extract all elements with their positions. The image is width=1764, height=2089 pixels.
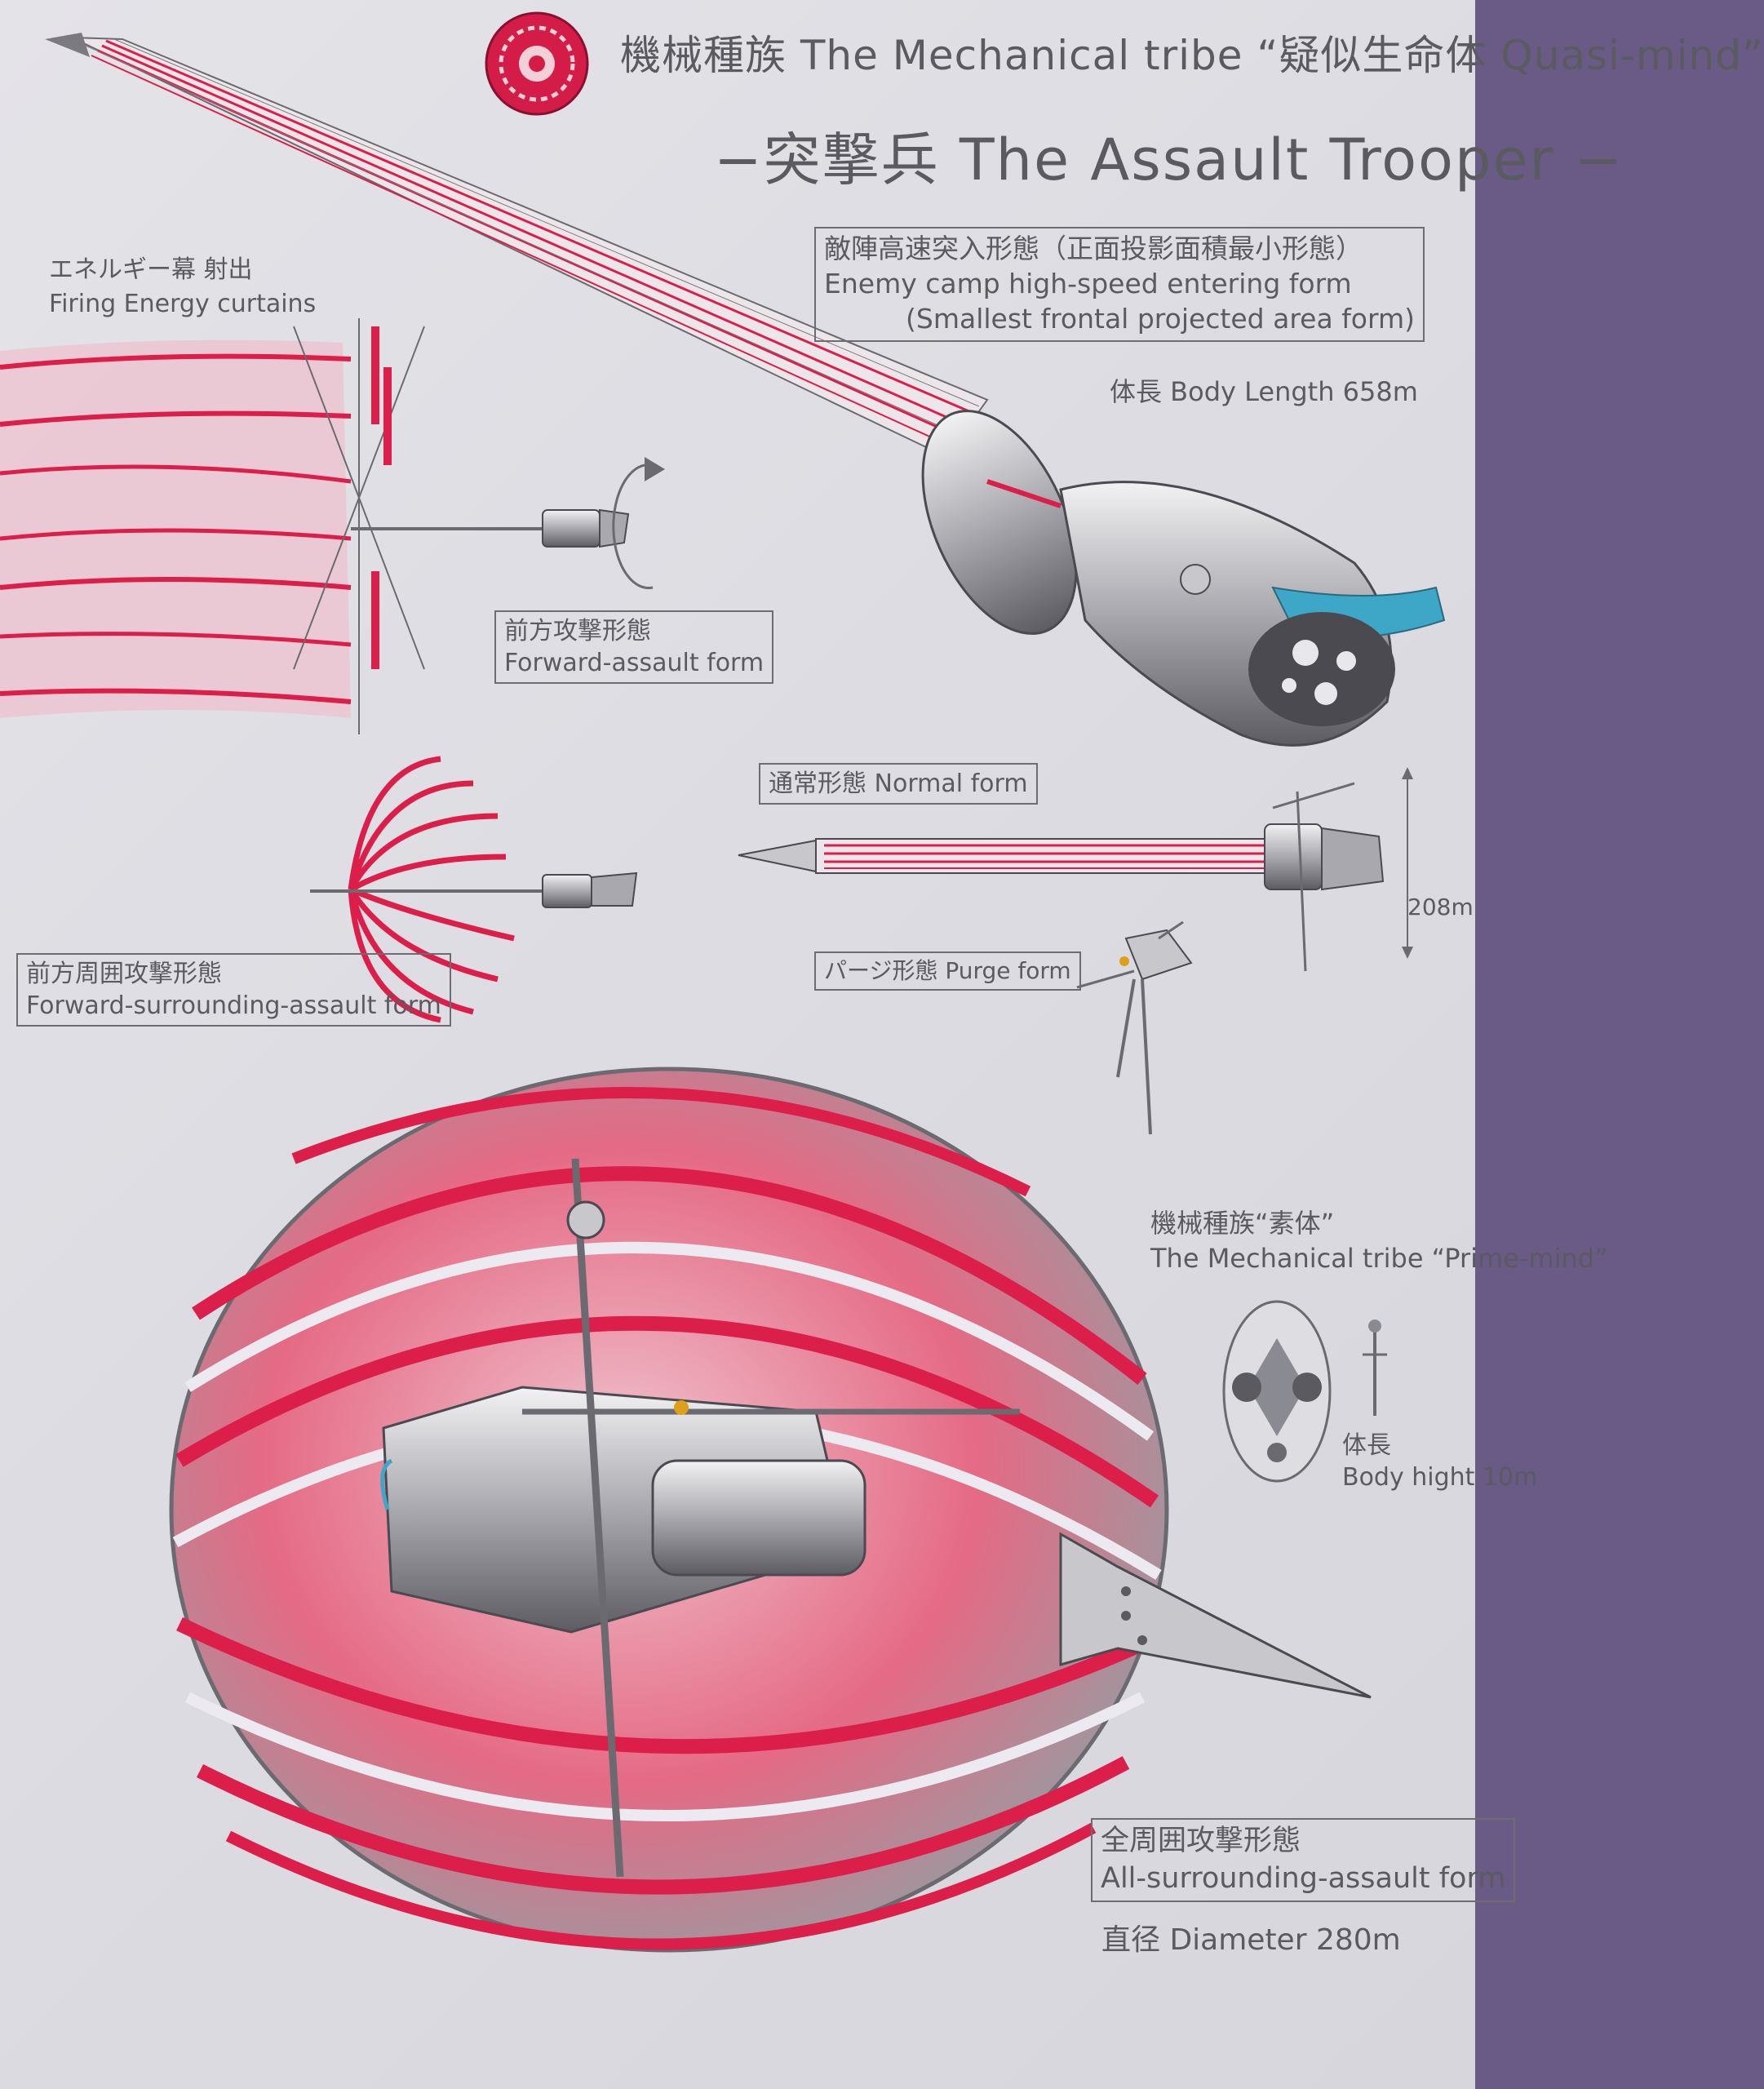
- forward-assault-drawing: [0, 318, 665, 734]
- forward-assault-box: 前方攻撃形態 Forward-assault form: [494, 610, 774, 684]
- forward-surrounding-drawing: [310, 756, 638, 1023]
- diameter-label: 直径 Diameter 280m: [1101, 1923, 1401, 1957]
- body-hight-label: 体長 Body hight 10m: [1342, 1430, 1537, 1493]
- purge-form-drawing: [1076, 920, 1193, 1135]
- forward-surrounding-box: 前方周囲攻撃形態 Forward-surrounding-assault for…: [16, 953, 451, 1027]
- body-length-label: 体長 Body Length 658m: [1110, 376, 1418, 407]
- title-line-1: 機械種族 The Mechanical tribe “疑似生命体 Quasi-m…: [620, 32, 1764, 79]
- energy-label-jp: エネルギー幕 射出: [49, 255, 253, 284]
- rotation-arrow-icon: [612, 463, 654, 589]
- forward-label-en: Forward-assault form: [504, 649, 765, 677]
- enemy-label-en-1: Enemy camp high-speed entering form: [824, 267, 1352, 299]
- prime-mind-label: 機械種族“素体” The Mechanical tribe “Prime-min…: [1150, 1206, 1608, 1276]
- emblem-icon: [485, 11, 589, 116]
- forward-label-jp: 前方攻撃形態: [504, 617, 651, 645]
- enemy-label-en-2: (Smallest frontal projected area form): [906, 302, 1416, 335]
- all-surrounding-box: 全周囲攻撃形態 All-surrounding-assault form: [1091, 1818, 1516, 1902]
- enemy-camp-form-box: 敵陣高速突入形態（正面投影面積最小形態） Enemy camp high-spe…: [814, 227, 1425, 342]
- normal-form-drawing: [738, 767, 1413, 972]
- fsurround-label-en: Forward-surrounding-assault form: [26, 991, 441, 1020]
- all-surrounding-drawing: [169, 1067, 1372, 1953]
- height-208-label: 208m: [1407, 894, 1474, 920]
- allsurround-label-en: All-surrounding-assault form: [1101, 1861, 1506, 1895]
- purge-label: パージ形態 Purge form: [824, 957, 1071, 984]
- normal-form-box: 通常形態 Normal form: [759, 763, 1038, 805]
- normal-label: 通常形態 Normal form: [769, 770, 1028, 798]
- illustration: [0, 11, 1446, 1953]
- prime-label-en: The Mechanical tribe “Prime-mind”: [1150, 1243, 1608, 1275]
- prime-mind-drawing: [1222, 1300, 1387, 1483]
- energy-label-en: Firing Energy curtains: [49, 290, 317, 318]
- bodyhight-label-jp: 体長: [1342, 1431, 1391, 1460]
- spear-form-drawing: [45, 33, 1446, 747]
- energy-curtains-label: エネルギー幕 射出 Firing Energy curtains: [49, 253, 316, 322]
- bodyhight-label-en: Body hight 10m: [1342, 1463, 1538, 1492]
- title-line-2: −突撃兵 The Assault Trooper −: [714, 126, 1624, 193]
- enemy-label-jp: 敵陣高速突入形態（正面投影面積最小形態）: [824, 233, 1363, 264]
- prime-label-jp: 機械種族“素体”: [1150, 1208, 1335, 1239]
- allsurround-label-jp: 全周囲攻撃形態: [1101, 1825, 1301, 1857]
- purge-form-box: パージ形態 Purge form: [814, 951, 1081, 991]
- fsurround-label-jp: 前方周囲攻撃形態: [26, 960, 222, 988]
